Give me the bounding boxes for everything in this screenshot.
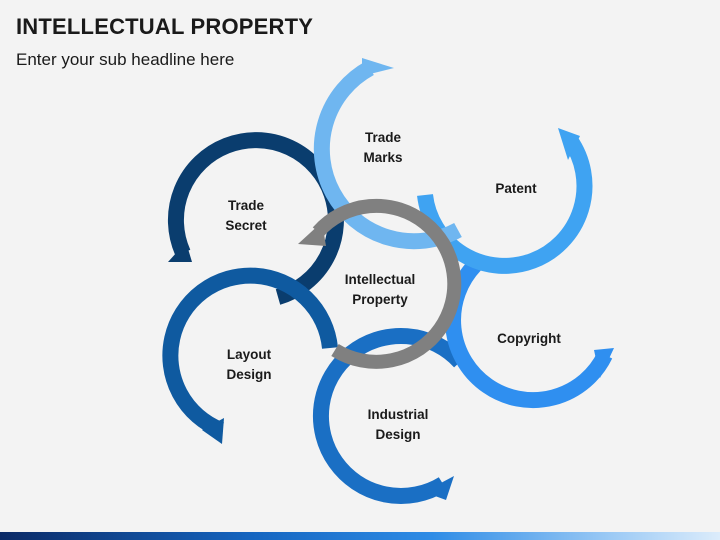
intellectual-property-label-1: Intellectual xyxy=(345,272,416,287)
trade-marks-label-2: Marks xyxy=(363,150,402,165)
trade-marks-ring xyxy=(313,60,462,250)
industrial-design-label-1: Industrial xyxy=(368,407,429,422)
slide-subtitle: Enter your sub headline here xyxy=(16,50,235,69)
rings-layer xyxy=(162,58,614,504)
industrial-design-arrow-icon xyxy=(424,476,454,500)
intellectual-property-ring xyxy=(312,198,462,369)
intellectual-property-label-2: Property xyxy=(352,292,408,307)
trade-marks-label-1: Trade xyxy=(365,130,402,145)
trade-secret-ring xyxy=(167,132,344,305)
layout-design-label-2: Design xyxy=(226,367,271,382)
footer-gradient-bar xyxy=(0,532,720,540)
intellectual-property-arrow-icon xyxy=(298,222,326,246)
layout-design-label-1: Layout xyxy=(227,347,272,362)
trade-secret-arrow-icon xyxy=(168,242,192,262)
trade-secret-label-2: Secret xyxy=(225,218,267,233)
labels-layer: Trade Marks Patent Copyright Industrial … xyxy=(225,130,561,442)
copyright-arrow-icon xyxy=(594,348,614,378)
patent-label: Patent xyxy=(495,181,537,196)
industrial-design-label-2: Design xyxy=(375,427,420,442)
trade-marks-arrow-icon xyxy=(362,58,394,76)
layout-design-ring xyxy=(162,267,338,438)
layout-design-arrow-icon xyxy=(202,418,224,444)
slide-title: INTELLECTUAL PROPERTY xyxy=(16,14,314,39)
copyright-label: Copyright xyxy=(497,331,561,346)
trade-secret-label-1: Trade xyxy=(228,198,265,213)
patent-arrow-icon xyxy=(558,128,580,160)
industrial-design-ring xyxy=(312,327,466,504)
